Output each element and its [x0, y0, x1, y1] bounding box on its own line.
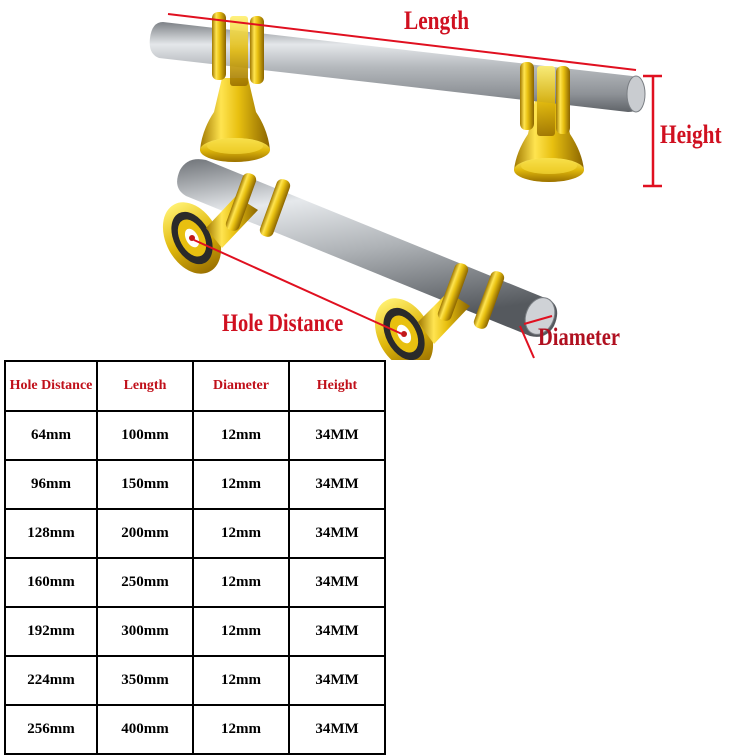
- cell-hole-distance: 160mm: [4, 557, 98, 608]
- lower-handle: [162, 159, 558, 370]
- cell-hole-distance: 128mm: [4, 508, 98, 559]
- cell-hole-distance: 96mm: [4, 459, 98, 510]
- cell-length: 100mm: [96, 410, 194, 461]
- cell-height: 34MM: [288, 655, 386, 706]
- length-dimension-line: [167, 13, 637, 71]
- cell-height: 34MM: [288, 508, 386, 559]
- length-label: Length: [404, 6, 470, 35]
- table-row: 256mm 400mm 12mm 34MM: [4, 704, 386, 755]
- cell-height: 34MM: [288, 459, 386, 510]
- cell-height: 34MM: [288, 704, 386, 755]
- table-header-row: Hole Distance Length Diameter Height: [4, 360, 386, 412]
- cell-height: 34MM: [288, 606, 386, 657]
- cell-hole-distance: 192mm: [4, 606, 98, 657]
- cell-diameter: 12mm: [192, 704, 290, 755]
- cell-length: 400mm: [96, 704, 194, 755]
- cell-diameter: 12mm: [192, 655, 290, 706]
- table-row: 128mm 200mm 12mm 34MM: [4, 508, 386, 559]
- cell-hole-distance: 256mm: [4, 704, 98, 755]
- diameter-dimension-arrow: [519, 315, 553, 359]
- table-row: 224mm 350mm 12mm 34MM: [4, 655, 386, 706]
- table-row: 192mm 300mm 12mm 34MM: [4, 606, 386, 657]
- header-height: Height: [288, 360, 386, 412]
- cell-length: 250mm: [96, 557, 194, 608]
- header-hole-distance: Hole Distance: [4, 360, 98, 412]
- cell-length: 150mm: [96, 459, 194, 510]
- cabinet-handle-diagram: [149, 12, 662, 370]
- cell-diameter: 12mm: [192, 508, 290, 559]
- header-length: Length: [96, 360, 194, 412]
- header-diameter: Diameter: [192, 360, 290, 412]
- table-row: 160mm 250mm 12mm 34MM: [4, 557, 386, 608]
- cell-length: 200mm: [96, 508, 194, 559]
- size-specification-table: Hole Distance Length Diameter Height 64m…: [4, 360, 386, 755]
- height-dimension-bracket: [643, 74, 662, 188]
- table-row: 96mm 150mm 12mm 34MM: [4, 459, 386, 510]
- product-illustration: Length Height Hole Distance Diameter: [0, 0, 750, 370]
- table-row: 64mm 100mm 12mm 34MM: [4, 410, 386, 461]
- cell-diameter: 12mm: [192, 459, 290, 510]
- cell-height: 34MM: [288, 410, 386, 461]
- diameter-label: Diameter: [538, 324, 620, 351]
- cell-length: 350mm: [96, 655, 194, 706]
- cell-diameter: 12mm: [192, 410, 290, 461]
- cell-hole-distance: 224mm: [4, 655, 98, 706]
- cell-diameter: 12mm: [192, 606, 290, 657]
- upper-handle: [149, 12, 646, 182]
- cell-hole-distance: 64mm: [4, 410, 98, 461]
- cell-height: 34MM: [288, 557, 386, 608]
- cell-diameter: 12mm: [192, 557, 290, 608]
- height-label: Height: [660, 120, 722, 149]
- cell-length: 300mm: [96, 606, 194, 657]
- hole-distance-dimension-line: [193, 239, 403, 335]
- hole-distance-label: Hole Distance: [222, 310, 344, 337]
